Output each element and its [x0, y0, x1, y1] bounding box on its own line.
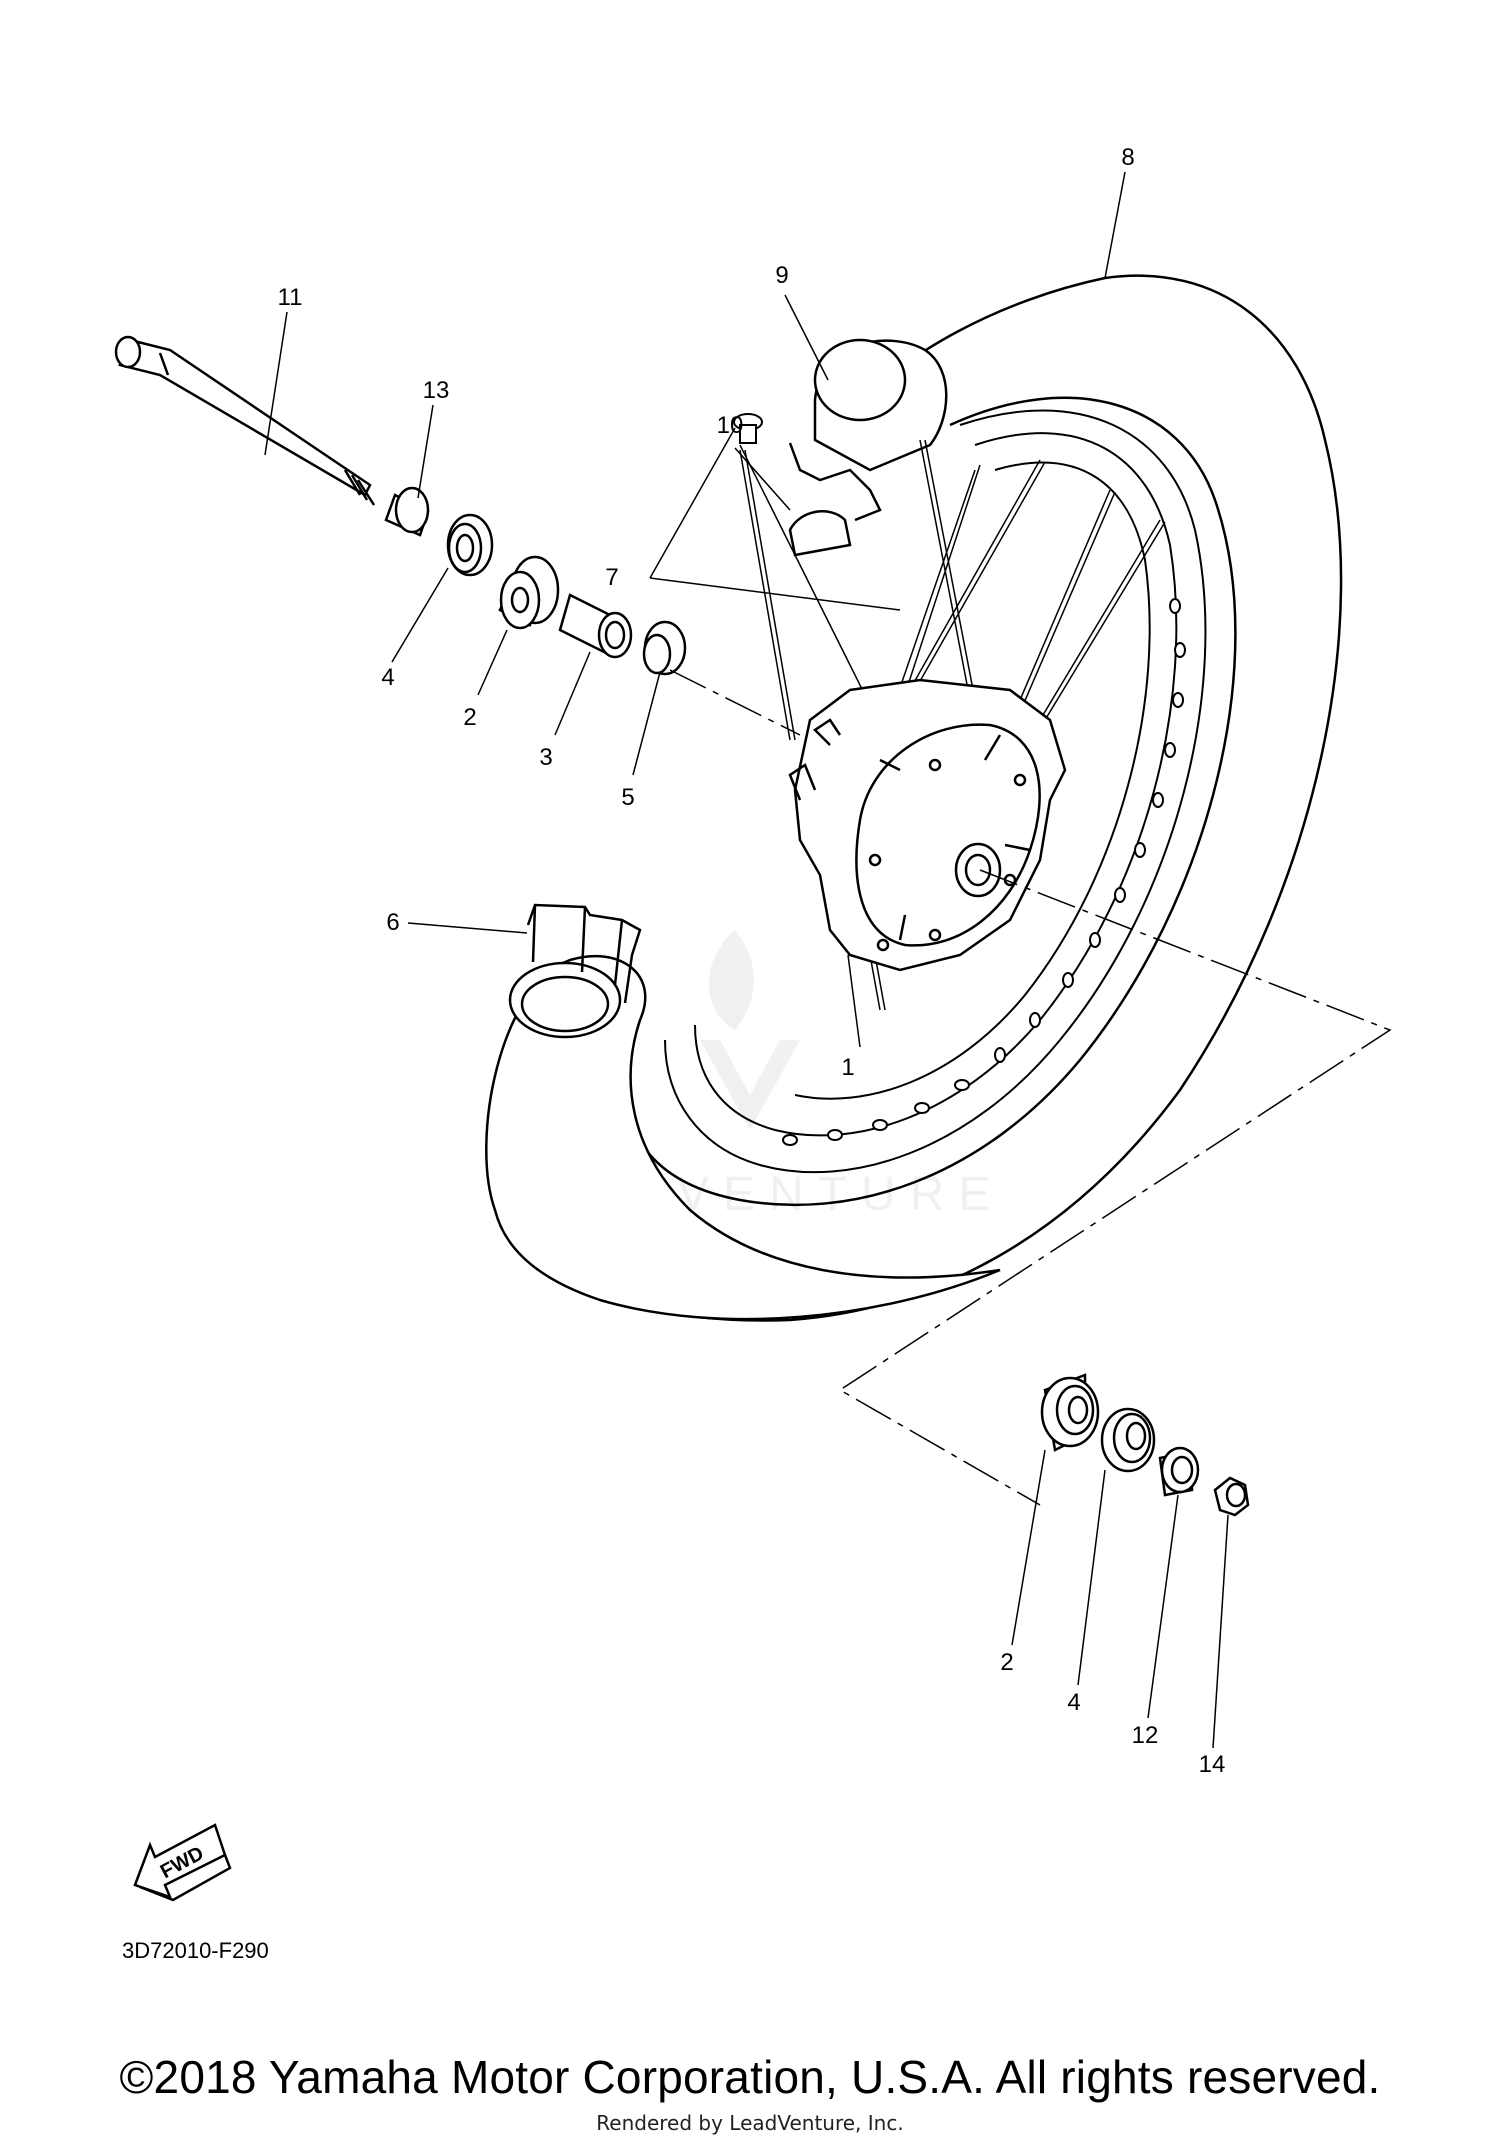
collar-13: [384, 486, 430, 537]
callout-6: 6: [386, 909, 399, 936]
callout-4-top: 4: [381, 664, 394, 691]
axle-nut-14: [1213, 1476, 1250, 1517]
callout-2-bottom: 2: [1000, 1649, 1013, 1676]
wheel-hub: [788, 678, 1067, 972]
collar-5: [642, 620, 687, 676]
valve-stem: [788, 510, 852, 557]
tire-front-section: [485, 903, 1001, 1321]
inner-tube: [788, 338, 948, 557]
oil-seal-4-bottom: [1100, 1407, 1156, 1473]
collar-12: [1158, 1446, 1200, 1497]
spacer-3: [558, 593, 633, 659]
callout-labels: 1 2 3 4 5 6 7 8 9 10 11 13 2 4 12 14: [278, 144, 1226, 1778]
oil-seal-4-top: [446, 513, 494, 577]
callout-10: 10: [717, 412, 744, 439]
spoke-nipple: [733, 413, 763, 444]
bearing-2-top: [498, 555, 560, 630]
callout-11: 11: [278, 284, 303, 311]
callout-3: 3: [539, 744, 552, 771]
callout-14: 14: [1199, 1751, 1226, 1778]
callout-13: 13: [423, 377, 450, 404]
callout-7: 7: [605, 564, 618, 591]
callout-5: 5: [621, 784, 634, 811]
wheel-rim: [664, 409, 1207, 1174]
callout-12: 12: [1132, 1722, 1159, 1749]
callout-9: 9: [775, 262, 788, 289]
rendered-by-credit: Rendered by LeadVenture, Inc.: [596, 2111, 904, 2135]
leader-lines: [264, 171, 1229, 1749]
fwd-arrow-icon: FWD: [133, 1823, 232, 1902]
front-axle: [114, 335, 376, 506]
callout-4-bottom: 4: [1067, 1689, 1080, 1716]
callout-1: 1: [841, 1054, 854, 1081]
copyright-notice: ©2018 Yamaha Motor Corporation, U.S.A. A…: [119, 2051, 1381, 2103]
callout-2-top: 2: [463, 704, 476, 731]
axis-centerlines: [669, 669, 1392, 1506]
figure-code: 3D72010-F290: [122, 1938, 269, 1963]
callout-8: 8: [1121, 144, 1134, 171]
bearing-2-bottom: [1040, 1373, 1100, 1452]
